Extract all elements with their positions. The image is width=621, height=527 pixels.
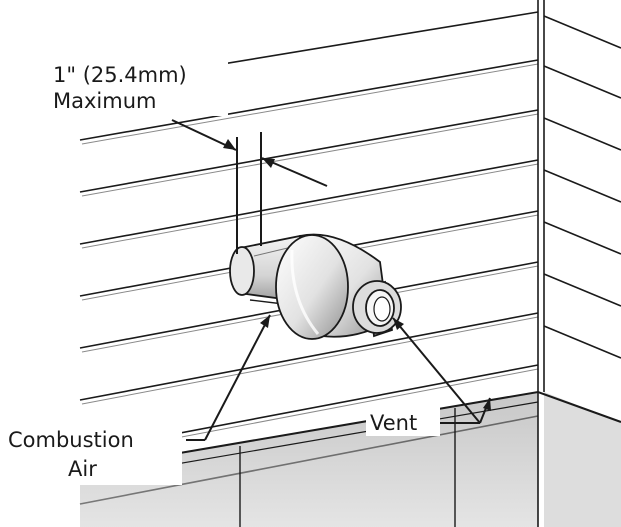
clearance-label-line2: Maximum: [53, 89, 156, 113]
siding-right-wall: [543, 15, 621, 359]
vent-label: Vent: [370, 411, 417, 435]
clearance-label-line1: 1" (25.4mm): [53, 63, 187, 87]
combustion-label-backing: [2, 423, 182, 485]
combustion-air-label-line2: Air: [68, 457, 97, 481]
combustion-air-leader: [186, 314, 271, 441]
clearance-dimension: [171, 119, 328, 254]
vent-leader: [392, 317, 491, 424]
corner-trim: [537, 0, 545, 392]
vent-label-backing: [366, 406, 440, 436]
clearance-label-backing: [46, 58, 228, 116]
combustion-air-label-line1: Combustion: [8, 428, 134, 452]
vent-terminal: [229, 233, 402, 340]
